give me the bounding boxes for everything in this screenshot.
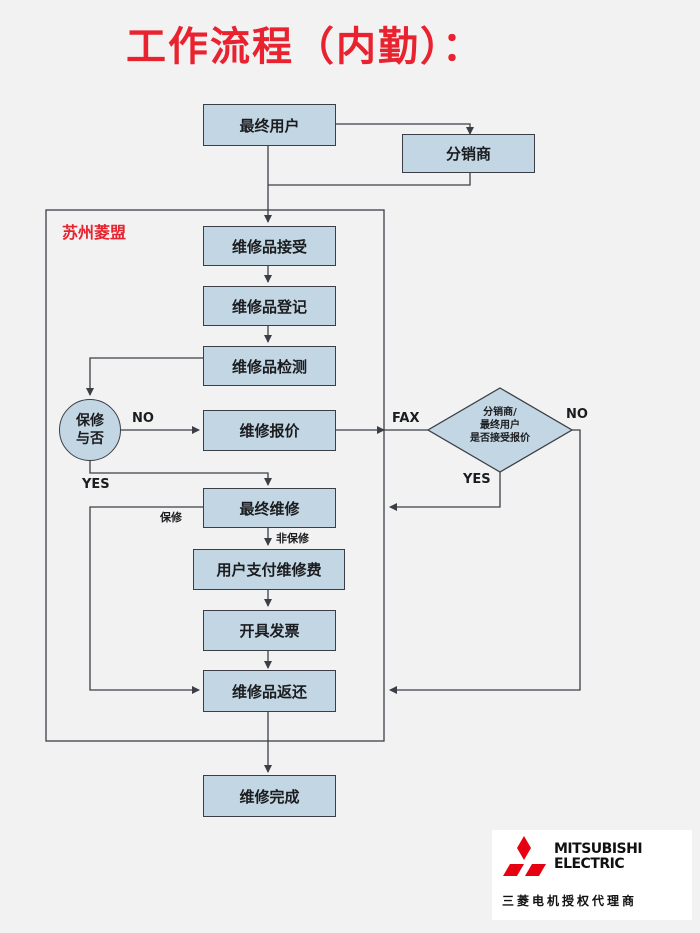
warranty-decision-line1: 保修 <box>76 413 104 429</box>
edge-label-no-right: NO <box>566 407 588 422</box>
logo-tagline: 三菱电机授权代理商 <box>502 894 638 908</box>
node-register: 维修品登记 <box>203 286 336 326</box>
edge-label-yes-right: YES <box>463 472 491 487</box>
node-return: 维修品返还 <box>203 670 336 712</box>
accept-decision-line1: 分销商/ <box>483 407 517 418</box>
node-end-user: 最终用户 <box>203 104 336 146</box>
node-receive: 维修品接受 <box>203 226 336 266</box>
accept-decision-line2: 最终用户 <box>480 420 520 431</box>
edge-label-yes-left: YES <box>82 477 110 492</box>
accept-decision-line3: 是否接受报价 <box>470 433 530 444</box>
three-diamonds-icon <box>503 836 546 876</box>
edge-label-non-warranty: 非保修 <box>276 532 309 545</box>
edge-label-warranty: 保修 <box>160 511 182 524</box>
region-label-suzhou: 苏州菱盟 <box>62 223 127 242</box>
warranty-decision-circle: 保修 与否 <box>59 399 121 461</box>
logo-word-electric: ELECTRIC <box>554 856 625 872</box>
mitsubishi-logo: MITSUBISHI ELECTRIC 三菱电机授权代理商 <box>492 830 692 920</box>
node-quote: 维修报价 <box>203 410 336 451</box>
page-title: 工作流程（内勤）： <box>126 24 484 70</box>
node-inspect: 维修品检测 <box>203 346 336 386</box>
node-user-pay: 用户支付维修费 <box>193 549 345 590</box>
node-complete: 维修完成 <box>203 775 336 817</box>
warranty-decision-line2: 与否 <box>76 431 104 447</box>
node-invoice: 开具发票 <box>203 610 336 651</box>
node-distributor: 分销商 <box>402 134 535 173</box>
accept-decision-text: 分销商/ 最终用户 是否接受报价 <box>435 406 565 445</box>
region-frame <box>45 209 385 742</box>
edge-label-fax: FAX <box>392 411 420 426</box>
node-final-repair: 最终维修 <box>203 488 336 528</box>
edge-label-no-left: NO <box>132 411 154 426</box>
logo-word-mitsubishi: MITSUBISHI <box>554 841 643 857</box>
